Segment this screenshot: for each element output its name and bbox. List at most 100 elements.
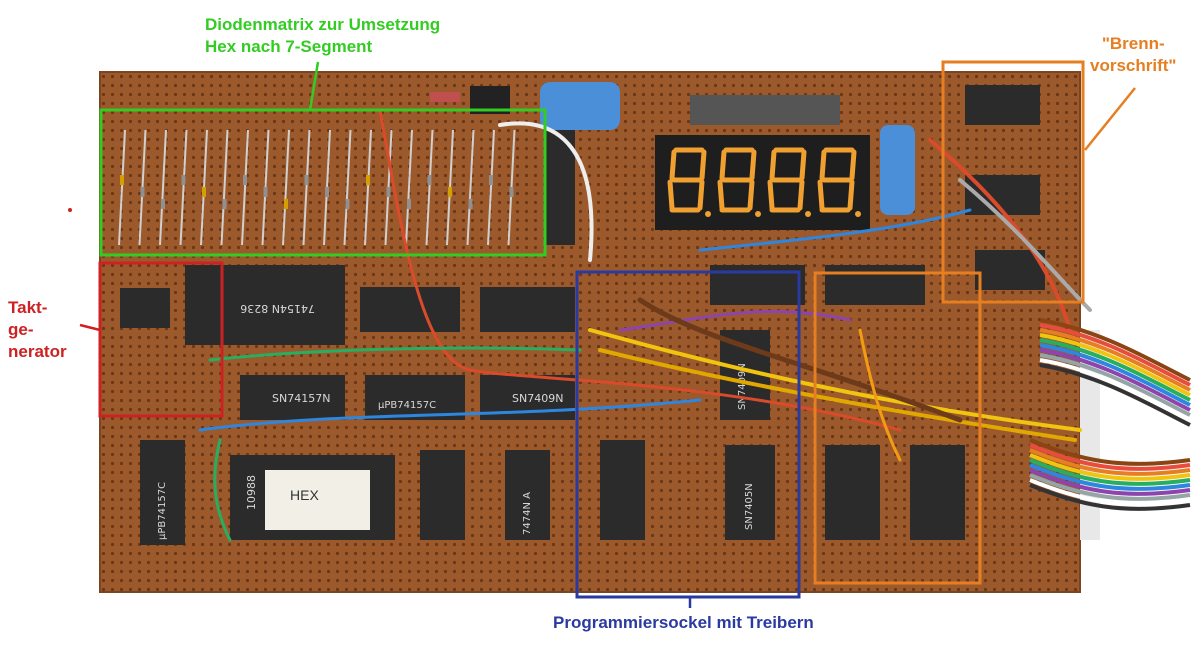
chip-upb74157 bbox=[365, 375, 465, 420]
ribbon-wire bbox=[1029, 458, 1191, 486]
display-dp bbox=[805, 211, 811, 217]
brenn-pointer bbox=[1084, 87, 1136, 151]
diode bbox=[220, 129, 229, 246]
ribbon-wire bbox=[1039, 343, 1191, 407]
ribbon-wire bbox=[1029, 448, 1191, 476]
diode-body bbox=[489, 175, 493, 185]
diode-body bbox=[263, 187, 268, 197]
diode-body bbox=[140, 187, 145, 197]
display-segment bbox=[797, 179, 805, 211]
diode bbox=[364, 129, 372, 246]
chip-7474 bbox=[505, 450, 550, 540]
diode-matrix-label: Diodenmatrix zur Umsetzung Hex nach 7-Se… bbox=[205, 15, 441, 56]
display-segment bbox=[799, 149, 807, 181]
chip-sn7409-v-label: SN7409N bbox=[737, 363, 748, 410]
chip-74154-label: 74154N 8236 bbox=[240, 302, 315, 315]
chip-g bbox=[965, 85, 1040, 125]
diode bbox=[282, 129, 290, 246]
chip-d bbox=[825, 265, 925, 305]
display-segment bbox=[719, 149, 727, 181]
diode-body bbox=[284, 199, 288, 209]
diode-body bbox=[407, 199, 411, 209]
display-segment bbox=[847, 179, 855, 211]
ribbon-wire bbox=[1029, 463, 1191, 491]
programming-rule-box-2 bbox=[813, 271, 982, 585]
diode-body bbox=[468, 199, 473, 209]
ribbon-wire bbox=[1039, 363, 1191, 427]
diode bbox=[159, 129, 167, 246]
display-segment bbox=[767, 179, 775, 211]
wiring bbox=[198, 108, 1092, 542]
chip-74154 bbox=[185, 265, 345, 345]
diode bbox=[118, 129, 126, 246]
ribbon-wire bbox=[1039, 353, 1191, 417]
prom-id: 10988 bbox=[245, 475, 258, 510]
display-segment bbox=[769, 149, 777, 181]
diode bbox=[302, 129, 311, 246]
diode-body bbox=[345, 199, 350, 209]
diode bbox=[241, 129, 249, 246]
chip-sn74157-label: SN74157N bbox=[272, 392, 330, 405]
diode-matrix-area bbox=[118, 129, 516, 246]
programming-socket-label: Programmiersockel mit Treibern bbox=[553, 613, 814, 632]
ribbon-wire bbox=[1029, 453, 1191, 481]
chip-sn7405-label: SN7405N bbox=[744, 483, 755, 530]
ribbon-wire bbox=[1029, 483, 1191, 511]
diode-body bbox=[448, 187, 452, 197]
chip-vertical bbox=[545, 130, 575, 245]
display-dp bbox=[855, 211, 861, 217]
seven-segment-display bbox=[655, 135, 870, 230]
ribbon-wire bbox=[1039, 333, 1191, 397]
zif-socket bbox=[600, 440, 645, 540]
chip-sn7409-label: SN7409N bbox=[512, 392, 563, 405]
display-segment bbox=[699, 149, 707, 181]
display-segment bbox=[667, 179, 675, 211]
ribbon-wire bbox=[1029, 438, 1191, 466]
chip-7474-label: 7474N A bbox=[522, 492, 533, 535]
chip-sn7405 bbox=[725, 445, 775, 540]
programming-rule-label: "Brenn- vorschrift" bbox=[1090, 34, 1177, 75]
programming-rule-box bbox=[941, 60, 1085, 304]
display-segment bbox=[819, 149, 827, 181]
diode-body bbox=[161, 199, 165, 209]
diode-body bbox=[120, 175, 124, 185]
diode-body bbox=[202, 187, 206, 197]
diode-body bbox=[222, 199, 227, 209]
display-segment bbox=[669, 149, 677, 181]
diode bbox=[343, 129, 352, 246]
ribbon-cable bbox=[1029, 318, 1191, 511]
ribbon-wire bbox=[1029, 468, 1191, 496]
chip-7474-a bbox=[420, 450, 465, 540]
diode-body bbox=[509, 187, 514, 197]
ic-chips: 74154N 8236 SN74157N µPB74157C SN7409N µ… bbox=[120, 85, 1045, 545]
chip-upb74157-v-label: µPB74157C bbox=[157, 482, 168, 540]
diode-body bbox=[243, 175, 247, 185]
ribbon-wire bbox=[1029, 473, 1191, 501]
diode bbox=[179, 129, 188, 246]
chip-f bbox=[910, 445, 965, 540]
ribbon-wire bbox=[1029, 478, 1191, 506]
clock-generator-label: Takt- ge- nerator bbox=[8, 298, 67, 361]
programming-socket-box bbox=[575, 270, 801, 599]
chip-upb74157-label: µPB74157C bbox=[378, 400, 436, 411]
ribbon-wire bbox=[1039, 323, 1191, 387]
ribbon-wire bbox=[1039, 318, 1191, 382]
display-segment bbox=[717, 179, 725, 211]
clock-pointer bbox=[79, 323, 101, 332]
prom-sticker-text: HEX bbox=[290, 487, 319, 503]
display-segment bbox=[749, 149, 757, 181]
ribbon-wire bbox=[1039, 328, 1191, 392]
display-dp bbox=[705, 211, 711, 217]
diode-body bbox=[325, 187, 329, 197]
diode-body bbox=[427, 175, 432, 185]
ribbon-wire bbox=[1039, 348, 1191, 412]
diode bbox=[466, 129, 475, 246]
diode-body bbox=[181, 175, 186, 185]
display-segment bbox=[747, 179, 755, 211]
chip-a bbox=[360, 287, 460, 332]
chip-sn74157 bbox=[240, 375, 345, 420]
display-segment bbox=[817, 179, 825, 211]
diode-body bbox=[304, 175, 309, 185]
diode bbox=[425, 129, 434, 246]
